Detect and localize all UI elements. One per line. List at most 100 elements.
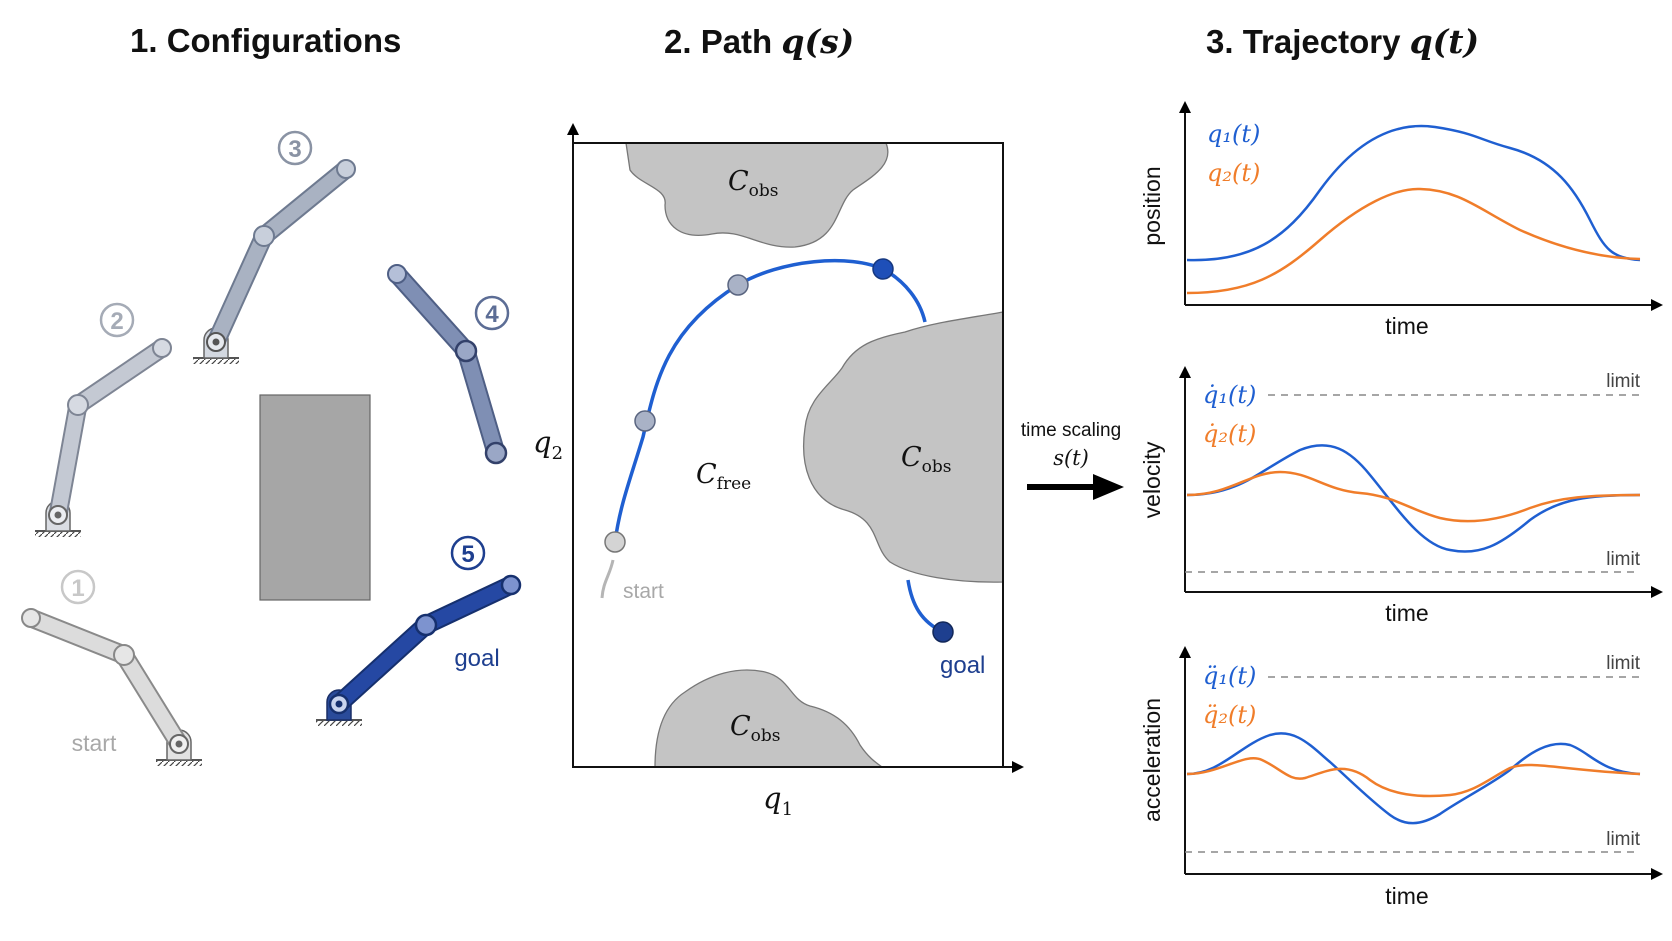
- velocity-ylabel: velocity: [1139, 441, 1165, 518]
- acceleration-limit-lower-label: limit: [1606, 829, 1640, 850]
- config-number-3-circle: [277, 130, 313, 166]
- arm-config-1: [21, 608, 202, 766]
- cspace-q2-var: q: [533, 425, 552, 459]
- position-xlabel: time: [1385, 313, 1428, 339]
- cspace-q2-sub: 2: [552, 443, 563, 464]
- arm5-ground-hatch: [316, 720, 362, 726]
- cspace-q2-label: q2: [533, 425, 563, 464]
- cspace-obstacle-top: [625, 142, 889, 248]
- position-ylabel: position: [1139, 166, 1165, 245]
- cspace-q1-var: q: [763, 781, 782, 815]
- cspace-waypoint-2: [634, 410, 656, 432]
- acceleration-limit-upper-label: limit: [1606, 653, 1640, 674]
- cspace-obs-bottom-var: C: [730, 711, 751, 742]
- cspace-obstacle-bottom: [654, 669, 885, 768]
- arm3-link-2: [256, 161, 354, 244]
- velocity-plot: limit limit q̇₁(t) q̇₂(t) time velocity: [1139, 366, 1663, 626]
- acceleration-ylabel: acceleration: [1139, 698, 1165, 822]
- cspace-obstacle-right: [803, 311, 1004, 583]
- cspace-free-label: Cfree: [696, 459, 751, 494]
- velocity-xlabel: time: [1385, 600, 1428, 626]
- config-number-4: 4: [474, 295, 510, 331]
- config-number-1-circle: [60, 569, 96, 605]
- heading-trajectory-text: 3. Trajectory: [1206, 23, 1410, 60]
- cspace-start-label: start: [623, 580, 664, 603]
- heading-configurations: 1. Configurations: [130, 22, 401, 60]
- position-legend-q2: q₂(t): [1207, 159, 1260, 187]
- heading-configurations-text: 1. Configurations: [130, 22, 402, 59]
- cspace-q1-sub: 1: [782, 799, 793, 820]
- arm-config-3: [193, 159, 356, 364]
- cspace-obs-label-bottom: Cobs: [730, 711, 781, 746]
- configurations-panel: 1 2 3 4 5 start goal: [21, 130, 522, 766]
- cspace-waypoint-start: [604, 531, 626, 553]
- config-number-1-text: 1: [71, 575, 84, 602]
- arm2-joint-elbow: [67, 394, 89, 416]
- config-number-1: 1: [60, 569, 96, 605]
- acceleration-legend-q1: q̈₁(t): [1203, 662, 1256, 690]
- acceleration-legend-q2: q̈₂(t): [1203, 701, 1256, 729]
- arm4-end-effector: [484, 441, 508, 465]
- time-scaling-arrow-head: [1093, 474, 1124, 500]
- config-number-2-circle: [99, 302, 135, 338]
- arm4-joint-elbow: [454, 339, 478, 363]
- config-number-5-text: 5: [461, 541, 474, 568]
- config-start-label: start: [72, 730, 117, 756]
- heading-trajectory: 3. Trajectory q(t): [1206, 22, 1479, 61]
- velocity-curve-q1: [1186, 444, 1641, 553]
- cspace-q1-label: q1: [763, 781, 793, 820]
- arm5-end-effector: [500, 574, 522, 596]
- config-number-3-text: 3: [288, 136, 301, 163]
- cspace-panel: start goal Cobs Cobs Cobs Cfree q2 q1: [533, 123, 1024, 820]
- arm2-ground-hatch: [35, 531, 81, 537]
- velocity-legend-q2: q̇₂(t): [1203, 420, 1256, 448]
- heading-path-text: 2. Path: [664, 23, 782, 60]
- config-number-5-circle: [450, 535, 486, 571]
- arm1-end-effector: [21, 608, 41, 628]
- arm4-link-2: [458, 343, 504, 461]
- cspace-obs-top-sub: obs: [749, 181, 779, 201]
- time-scaling-label: time scaling: [1021, 420, 1121, 441]
- velocity-limit-lower-label: limit: [1606, 549, 1640, 570]
- position-curve-q1: [1186, 124, 1641, 262]
- cspace-goal-label: goal: [940, 652, 985, 679]
- cspace-obs-label-top: Cobs: [728, 166, 779, 201]
- cspace-obs-bottom-sub: obs: [751, 726, 781, 746]
- cspace-waypoint-3: [727, 274, 749, 296]
- heading-path: 2. Path q(s): [664, 22, 854, 61]
- config-number-4-text: 4: [485, 301, 499, 328]
- arm2-link-2: [70, 340, 170, 413]
- config-number-4-circle: [474, 295, 510, 331]
- acceleration-curve-q1: [1186, 732, 1641, 825]
- arm5-joint-elbow: [414, 613, 438, 637]
- arm1-joint-base-pin: [175, 740, 183, 748]
- position-plot: q₁(t) q₂(t) time position: [1139, 101, 1663, 339]
- heading-trajectory-math: q(t): [1409, 22, 1480, 61]
- arm3-joint-base-pin: [212, 338, 220, 346]
- arm1-link-1: [116, 647, 187, 752]
- config-goal-label: goal: [454, 645, 499, 672]
- acceleration-curve-q2: [1186, 757, 1641, 798]
- cspace-start-stub: [600, 559, 615, 599]
- config-number-5: 5: [450, 535, 486, 571]
- arm2-joint-base-pin: [54, 511, 62, 519]
- cspace-obs-right-sub: obs: [922, 457, 952, 477]
- workspace-obstacle: [259, 394, 371, 601]
- time-scaling-math: s(t): [1053, 446, 1089, 470]
- velocity-legend-q1: q̇₁(t): [1203, 381, 1256, 409]
- velocity-limit-upper-label: limit: [1606, 371, 1640, 392]
- arm4-joint-base: [387, 264, 407, 284]
- arm2-link-1: [50, 397, 86, 523]
- config-number-2-text: 2: [110, 308, 123, 335]
- cspace-free-sub: free: [717, 474, 752, 494]
- cspace-obs-top-var: C: [728, 166, 749, 197]
- acceleration-xlabel: time: [1385, 883, 1428, 909]
- cspace-obs-label-right: Cobs: [901, 442, 952, 477]
- acceleration-plot: limit limit q̈₁(t) q̈₂(t) time accelerat…: [1139, 646, 1663, 909]
- config-number-2: 2: [99, 302, 135, 338]
- velocity-curve-q2: [1186, 470, 1641, 523]
- config-number-3: 3: [277, 130, 313, 166]
- arm5-joint-base-pin: [335, 700, 343, 708]
- position-legend-q1: q₁(t): [1207, 120, 1260, 148]
- arm4-link-1: [389, 266, 474, 359]
